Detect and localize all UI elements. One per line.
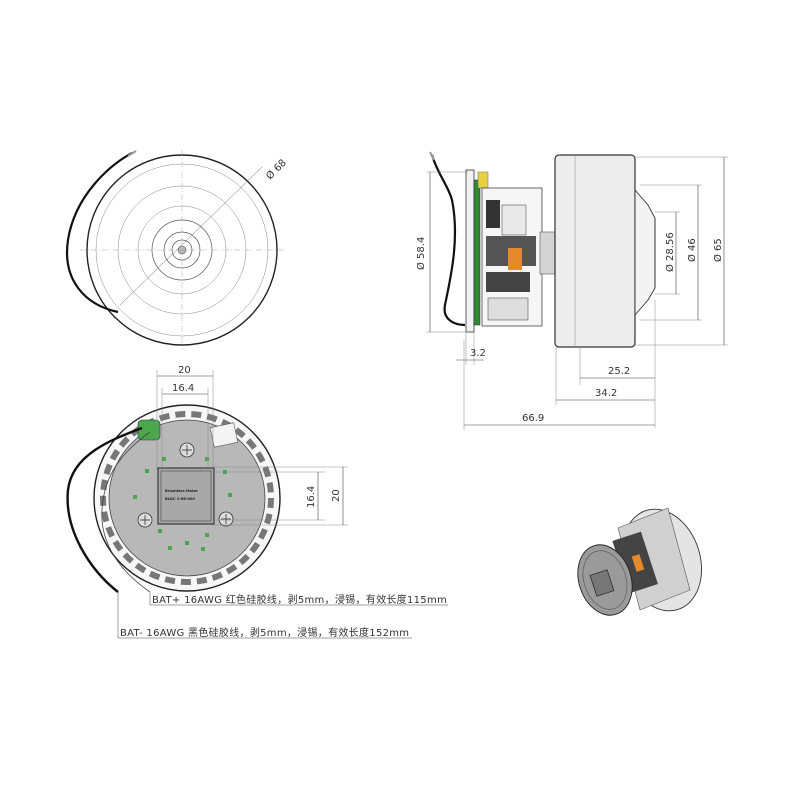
iso-pcb-ring (582, 550, 628, 610)
side-wire-black (430, 154, 466, 327)
side-connector (477, 171, 489, 189)
dim65-label: Ø 65 (712, 238, 724, 262)
front-wire-tip (127, 150, 137, 157)
side-component-2 (501, 204, 527, 236)
front-dia-label: Ø 68 (264, 157, 289, 182)
side-component-1 (486, 200, 500, 228)
rear-wire-black (66, 426, 143, 593)
rear-white-pad (209, 422, 239, 448)
rear-solder-pads (133, 457, 232, 551)
rear-screw-top (179, 442, 195, 458)
iso-coil (631, 554, 645, 572)
pcb-label-line2: BLDC 2-66-000 (165, 497, 195, 501)
rear-vdim164-label: 16.4 (306, 486, 317, 508)
side-component-3 (486, 272, 530, 292)
dim669-label: 66.9 (522, 413, 544, 424)
rear-label-inner (160, 470, 212, 522)
rear-wire-connector (137, 419, 161, 441)
iso-label-plate (589, 569, 615, 597)
dim342-label: 34.2 (595, 388, 617, 399)
wire-note-black: BAT- 16AWG 黑色硅胶线，剥5mm，浸锡，有效长度152mm (120, 626, 409, 639)
pcb-label-line1: Brushless Motor (165, 489, 198, 493)
side-inlet (634, 188, 656, 317)
side-component-4 (487, 297, 529, 321)
dim252-label: 25.2 (608, 366, 630, 377)
wire-note-red: BAT+ 16AWG 红色硅胶线，剥5mm，浸锡，有效长度115mm (152, 593, 447, 606)
side-view: Ø 58.4 3.2 Ø 28.56 Ø 46 Ø 65 25.2 34.2 (415, 151, 728, 430)
isometric-view (577, 507, 703, 616)
side-pcb-green (473, 179, 481, 326)
front-dia-leader (119, 166, 263, 306)
rear-screw-left (137, 512, 153, 528)
dim32-label: 3.2 (470, 348, 486, 359)
front-view: Ø 68 (65, 150, 289, 350)
rear-dim164-label: 16.4 (172, 383, 194, 394)
dim58-label: Ø 58.4 (415, 237, 427, 270)
rear-screw-right (218, 511, 234, 527)
rear-dim20-label: 20 (178, 365, 191, 376)
side-copper-coil (508, 248, 522, 270)
rear-label-plate (157, 467, 215, 525)
side-wire-tip (429, 151, 435, 161)
dim46-label: Ø 46 (686, 238, 698, 262)
dim28-label: Ø 28.56 (664, 232, 676, 272)
rear-wire-red (101, 431, 151, 593)
front-wire-black (65, 152, 133, 314)
rear-view: Brushless Motor BLDC 2-66-000 20 16.4 16… (66, 365, 448, 639)
rear-vdim20-label: 20 (331, 489, 342, 502)
side-pcb-plate (465, 169, 475, 333)
side-fan-housing (554, 154, 636, 348)
